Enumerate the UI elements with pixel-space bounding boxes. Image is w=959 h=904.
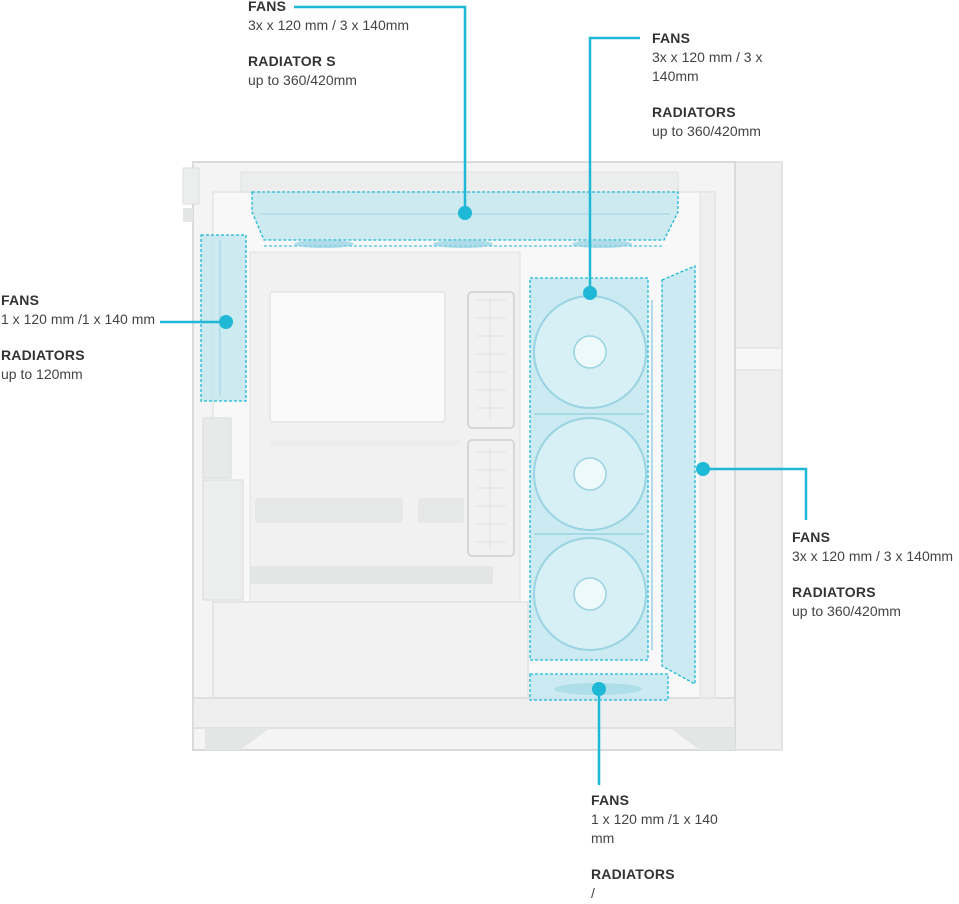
rear-fans-value: 1 x 120 mm /1 x 140 mm	[1, 311, 156, 327]
bottom-fans-heading: FANS	[591, 792, 630, 808]
side-radiators-value: up to 360/420mm	[792, 603, 901, 619]
side-radiators-heading: RADIATORS	[792, 584, 876, 600]
callout-front: FANS 3x x 120 mm / 3 x 140mm RADIATORS u…	[652, 29, 787, 141]
front-fans-heading: FANS	[652, 30, 691, 46]
leader-dots	[219, 206, 710, 696]
rear-fans-heading: FANS	[1, 292, 40, 308]
top-fans-heading: FANS	[248, 0, 287, 14]
bottom-radiators-value: /	[591, 885, 595, 901]
leader-lines	[160, 5, 808, 785]
cable-grommet-lower	[467, 439, 515, 557]
bottom-fans-value: 1 x 120 mm /1 x 140 mm	[591, 811, 718, 846]
leader-front	[588, 36, 640, 293]
zone-side	[661, 265, 696, 686]
front-fan-1	[533, 295, 647, 409]
marker-rear	[219, 315, 233, 329]
psu-shroud	[212, 601, 529, 699]
top-fans-value: 3x x 120 mm / 3 x 140mm	[248, 17, 410, 33]
front-fan-3	[533, 537, 647, 651]
leader-side	[703, 467, 808, 520]
rear-radiators-heading: RADIATORS	[1, 347, 85, 363]
side-fans-heading: FANS	[792, 529, 831, 545]
cable-grommet-upper	[467, 291, 515, 429]
callout-rear: FANS 1 x 120 mm /1 x 140 mm RADIATORS up…	[1, 291, 161, 384]
bottom-radiators-heading: RADIATORS	[591, 866, 675, 882]
front-fan-2	[533, 417, 647, 531]
marker-side	[696, 462, 710, 476]
marker-top	[458, 206, 472, 220]
case-foot-right	[670, 728, 735, 750]
rear-radiators-value: up to 120mm	[1, 366, 83, 382]
leader-top	[294, 5, 467, 213]
front-fans-value: 3x x 120 mm / 3 x 140mm	[652, 49, 763, 84]
front-radiators-value: up to 360/420mm	[652, 123, 761, 139]
cooling-zones	[200, 191, 696, 701]
callout-bottom: FANS 1 x 120 mm /1 x 140 mm RADIATORS /	[591, 791, 726, 903]
side-fans-value: 3x x 120 mm / 3 x 140mm	[792, 548, 954, 564]
case-foot-left	[205, 728, 270, 750]
callout-top: FANS 3x x 120 mm / 3 x 140mm RADIATOR S …	[248, 0, 448, 90]
marker-bottom	[592, 682, 606, 696]
top-radiators-value: up to 360/420mm	[248, 72, 357, 88]
callout-side: FANS 3x x 120 mm / 3 x 140mm RADIATORS u…	[792, 528, 959, 621]
case-side-panel	[734, 161, 783, 751]
front-radiators-heading: RADIATORS	[652, 104, 736, 120]
top-radiators-heading: RADIATOR S	[248, 53, 336, 69]
marker-front	[583, 286, 597, 300]
